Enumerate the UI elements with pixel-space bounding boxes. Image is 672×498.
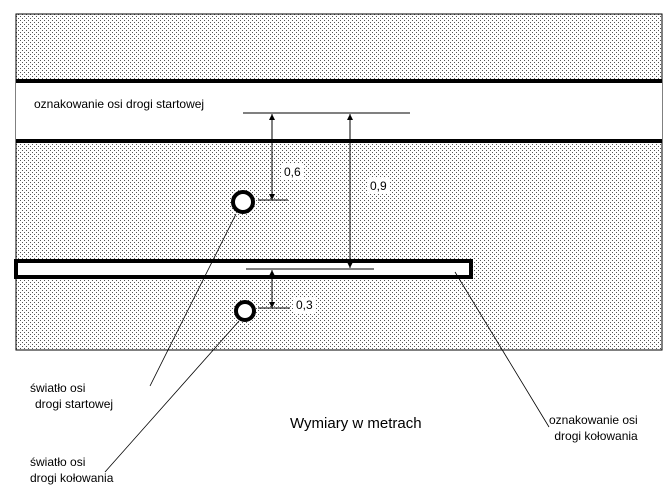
taxiway-marking-strip <box>14 259 473 279</box>
label-line: drogi kołowania <box>30 471 114 485</box>
label-line: światło osi <box>30 455 86 469</box>
runway-light-label: światło osi drogi startowej <box>30 380 113 412</box>
leader-taxiway-light <box>104 320 240 473</box>
runway-marking-label: oznakowanie osi drogi startowej <box>34 97 205 111</box>
label-line: drogi kołowania <box>554 429 638 443</box>
taxiway-light-label: światło osi drogi kołowania <box>30 454 113 486</box>
units-note: Wymiary w metrach <box>290 415 422 432</box>
dimension-label-06: 0,6 <box>282 164 303 180</box>
runway-marking-strip <box>16 82 662 140</box>
label-line: oznakowanie osi <box>549 413 638 427</box>
taxiway-centreline-light-icon <box>234 300 256 322</box>
dimension-label-09: 0,9 <box>368 178 389 194</box>
taxiway-marking-label: oznakowanie osi drogi kołowania <box>549 412 638 444</box>
label-line: drogi startowej <box>35 397 114 411</box>
leader-runway-light <box>149 213 237 387</box>
pavement-area <box>15 13 663 351</box>
dimension-label-03: 0,3 <box>294 297 315 313</box>
leader-taxiway-marking <box>454 271 550 428</box>
runway-centreline-light-icon <box>231 190 255 214</box>
label-line: światło osi <box>30 381 86 395</box>
